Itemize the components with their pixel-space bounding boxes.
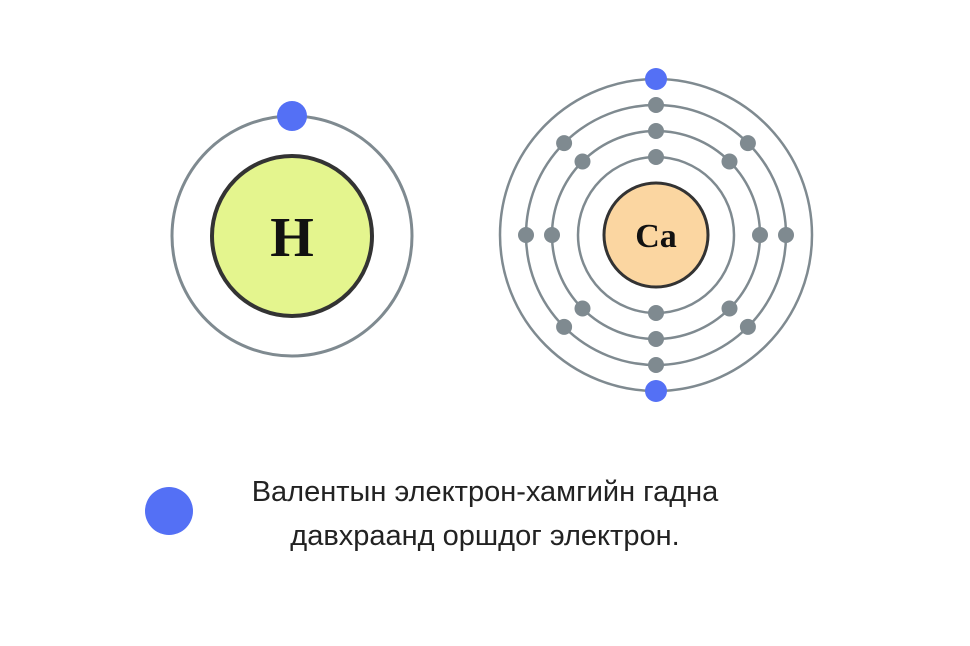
legend-caption: Валентын электрон-хамгийн гадна давхраан… — [205, 470, 765, 558]
valence-electron-h-shell1-1 — [277, 101, 307, 131]
inner-electron-ca-shell3-3 — [778, 227, 794, 243]
inner-electron-ca-shell3-5 — [648, 357, 664, 373]
valence-electron-ca-shell4-1 — [645, 68, 667, 90]
calcium-electrons — [518, 68, 794, 402]
calcium-atom: Ca — [498, 68, 814, 402]
legend-line-2: давхраанд оршдог электрон. — [290, 520, 680, 552]
inner-electron-ca-shell3-2 — [739, 135, 756, 152]
inner-electron-ca-shell1-2 — [648, 305, 664, 321]
hydrogen-atom: H — [170, 101, 414, 358]
hydrogen-symbol: H — [270, 207, 314, 269]
inner-electron-ca-shell2-1 — [648, 123, 664, 139]
inner-electron-ca-shell2-5 — [648, 331, 664, 347]
inner-electron-ca-shell2-3 — [752, 227, 768, 243]
valence-electron-ca-shell4-2 — [645, 380, 667, 402]
hydrogen-electrons — [277, 101, 307, 131]
legend-line-1: Валентын электрон-хамгийн гадна — [251, 476, 719, 508]
inner-electron-ca-shell2-8 — [574, 153, 591, 170]
calcium-symbol: Ca — [635, 218, 677, 255]
inner-electron-ca-shell3-6 — [556, 318, 573, 335]
valence-electron-dot-icon — [145, 487, 193, 535]
inner-electron-ca-shell2-2 — [721, 153, 738, 170]
inner-electron-ca-shell2-4 — [721, 300, 738, 317]
inner-electron-ca-shell1-1 — [648, 149, 664, 165]
inner-electron-ca-shell3-8 — [556, 135, 573, 152]
inner-electron-ca-shell3-4 — [739, 318, 756, 335]
inner-electron-ca-shell3-7 — [518, 227, 534, 243]
calcium-nucleus — [602, 181, 710, 289]
inner-electron-ca-shell2-7 — [544, 227, 560, 243]
hydrogen-nucleus — [210, 154, 374, 318]
inner-electron-ca-shell3-1 — [648, 97, 664, 113]
inner-electron-ca-shell2-6 — [574, 300, 591, 317]
